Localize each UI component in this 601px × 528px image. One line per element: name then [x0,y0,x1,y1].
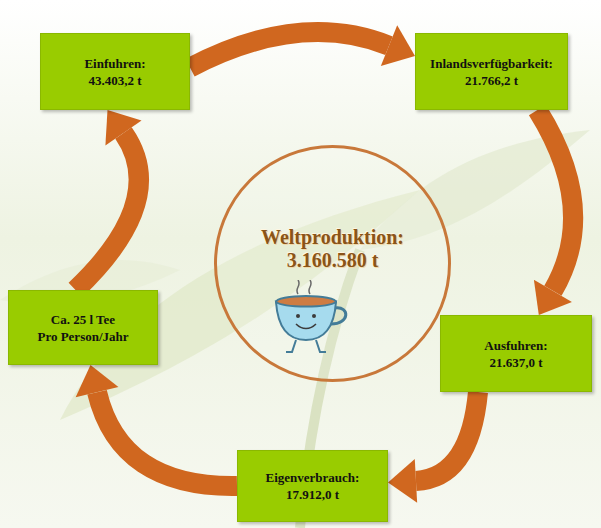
flow-box: Ca. 25 l TeePro Person/Jahr [8,290,158,365]
flow-box: Eigenverbrauch:17.912,0 t [237,450,388,522]
node-heading: Einfuhren: [84,55,145,72]
arrow-body [416,392,478,481]
node-heading: Weltproduktion: [261,226,404,249]
node-value: 21.637,0 t [489,354,542,371]
center-circle: Weltproduktion:3.160.580 t [214,145,451,382]
arrow-body [537,110,573,291]
node-value: 17.912,0 t [286,486,339,503]
arrow-head [381,25,415,66]
node-heading: Ausfuhren: [484,337,547,354]
node-heading: Inlandsverfügbarkeit: [430,55,553,72]
node-value: Pro Person/Jahr [37,328,128,345]
node-value: 21.766,2 t [465,72,518,89]
flow-arrow [388,392,478,503]
flow-box: Ausfuhren:21.637,0 t [440,315,592,392]
arrow-head [76,365,119,397]
node-heading: Eigenverbrauch: [266,469,360,486]
node-value: 43.403,2 t [88,72,141,89]
arrow-head [105,110,141,146]
node-value: 3.160.580 t [287,249,379,272]
arrow-body [97,392,237,486]
flow-box: Inlandsverfügbarkeit:21.766,2 t [415,33,568,110]
arrow-body [190,32,389,68]
flow-arrow [534,110,573,315]
flow-box: Einfuhren:43.403,2 t [40,33,190,110]
flow-arrow [76,365,237,486]
flow-arrow [190,25,415,67]
arrow-head [534,280,572,315]
arrow-head [388,459,417,503]
arrow-body [76,133,139,290]
node-heading: Ca. 25 l Tee [51,311,115,328]
flow-arrow [76,110,142,290]
